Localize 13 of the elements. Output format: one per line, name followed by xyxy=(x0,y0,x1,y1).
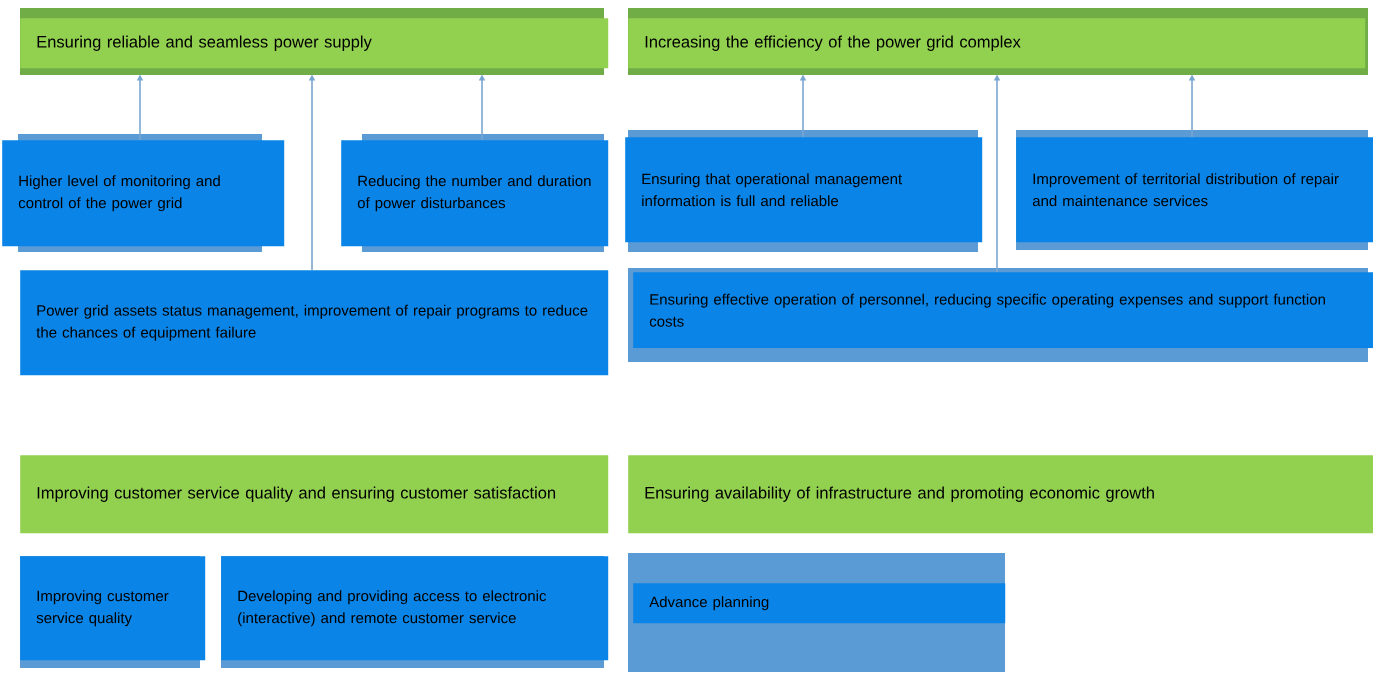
task-box: Improving customer service quality xyxy=(20,556,206,661)
task-box: Reducing the number and duration of power disturbances xyxy=(341,140,609,247)
task-box: Advance planning xyxy=(633,583,1006,624)
task-box: Higher level of monitoring and control of the power grid xyxy=(2,140,285,247)
task-box: Developing and providing access to electronic (interactive) and remote customer service xyxy=(221,556,609,661)
task-box: Ensuring that operational management information is full and reliable xyxy=(625,137,983,243)
goal-box: Improving customer service quality and ensuring customer satisfaction xyxy=(20,455,609,534)
goal-box: Ensuring reliable and seamless power supply xyxy=(20,18,609,69)
task-box: Power grid assets status management, improvement of repair programs to reduce the chances of equipment failure xyxy=(20,270,609,376)
goal-box: Increasing the efficiency of the power grid complex xyxy=(628,18,1366,69)
task-box: Improvement of territorial distribution of repair and maintenance services xyxy=(1016,137,1373,243)
task-box: Ensuring effective operation of personnel, reducing specific operating expenses and support function costs xyxy=(633,272,1373,349)
goal-box: Ensuring availability of infrastructure and promoting economic growth xyxy=(628,455,1373,534)
